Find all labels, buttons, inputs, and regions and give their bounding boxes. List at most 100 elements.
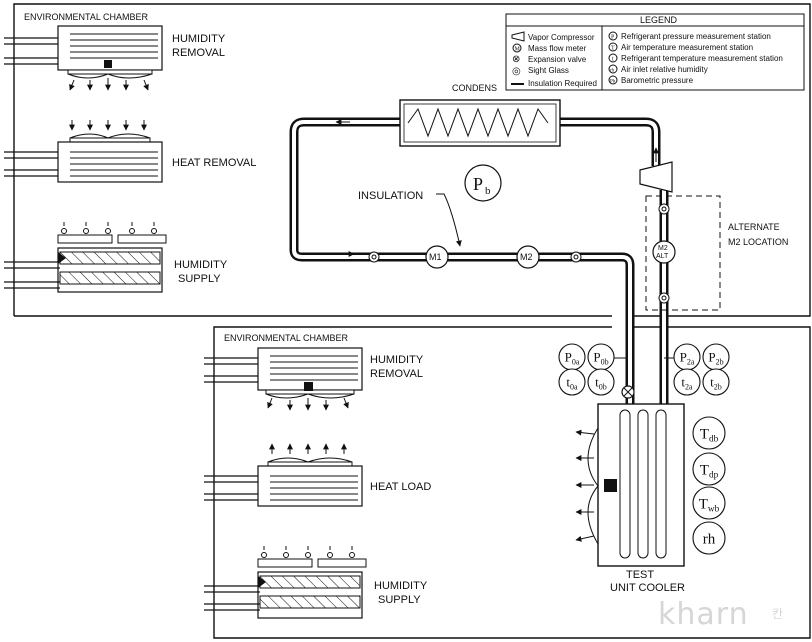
air-station: rh (692, 521, 726, 555)
test-unit-label-1: TEST (626, 569, 654, 581)
legend-item-expansion-valve: Expansion valve (528, 55, 587, 64)
outlet-station-label: P2b (708, 350, 723, 367)
legend-item-air-temp: Air temperature measurement station (621, 43, 753, 52)
lower-unit-1-label-1: HUMIDITY (370, 354, 424, 366)
legend-item-insulation: Insulation Required (528, 79, 597, 88)
air-station: Twb (692, 486, 726, 520)
legend-rh-glyph: rh (610, 69, 615, 74)
lower-heat-load-unit (204, 443, 363, 507)
legend-item-compressor: Vapor Compressor (528, 33, 595, 42)
legend-flow-meter-glyph: M (515, 47, 521, 53)
inlet-station: t0a (558, 368, 586, 396)
upper-unit-3-label-1: HUMIDITY (174, 259, 228, 271)
inlet-station: t0b (587, 368, 615, 396)
legend-air-temp-glyph: T (611, 46, 615, 52)
air-station-ring (692, 521, 726, 555)
meter-2-label: M2 (520, 252, 533, 262)
meter-1-label: M1 (429, 252, 442, 262)
legend-item-pressure: Refrigerant pressure measurement station (621, 32, 771, 41)
legend-item-flow-meter: Mass flow meter (528, 44, 587, 53)
inlet-station-label: t0a (566, 375, 578, 392)
lower-humidity-supply-unit (204, 546, 367, 619)
legend-right-icons (608, 31, 618, 85)
insulation-label: INSULATION (358, 190, 423, 202)
inlet-station-label: t0b (595, 375, 607, 392)
upper-humidity-removal-unit (4, 25, 163, 91)
inlet-station-label: P0b (593, 350, 608, 367)
inlet-station: P0b (587, 343, 615, 371)
test-unit-label-2: UNIT COOLER (610, 582, 685, 594)
upper-unit-1-label-2: REMOVAL (172, 47, 225, 59)
outlet-station-label: t2b (710, 375, 722, 392)
upper-humidity-supply-unit (4, 222, 167, 293)
legend-flow-meter-icon (512, 43, 522, 53)
lower-chamber-border (213, 326, 811, 639)
alt-meter-top: M2 (658, 245, 668, 252)
baro-main: P (473, 174, 483, 194)
inlet-station: P0a (558, 343, 586, 371)
outlet-station-ring (702, 368, 730, 396)
upper-unit-1-label-1: HUMIDITY (172, 33, 226, 45)
air-station-ring (692, 416, 726, 450)
flow-arrows (335, 119, 659, 257)
legend-box (505, 13, 805, 91)
legend-item-rh: Air inlet relative humidity (621, 65, 708, 74)
legend-pressure-glyph: P (611, 35, 615, 41)
upper-unit-3-label-2: SUPPLY (178, 273, 221, 285)
refrigerant-loop (289, 117, 669, 420)
legend-expansion-valve-icon: ⊗ (512, 54, 520, 65)
legend-compressor-icon (511, 31, 525, 42)
mass-flow-meter-m2 (516, 245, 540, 269)
outlet-station-label: P2a (680, 350, 695, 367)
air-station: Tdp (692, 452, 726, 486)
air-station-label: Twb (699, 496, 720, 514)
lower-unit-3-label-2: SUPPLY (378, 594, 421, 606)
outlet-station-ring (673, 368, 701, 396)
inlet-station-ring (558, 368, 586, 396)
outlet-station-label: t2a (681, 375, 693, 392)
lower-humidity-removal-unit (204, 347, 363, 411)
outlet-station: t2a (673, 368, 701, 396)
air-station-label: Tdp (700, 462, 719, 480)
lower-unit-3-label-1: HUMIDITY (374, 580, 428, 592)
legend-sight-glass-icon: ◎ (512, 66, 521, 77)
inlet-stations: P0a P0b t0a t0b (558, 343, 615, 396)
outlet-station: P2b (702, 343, 730, 371)
air-station-ring (692, 486, 726, 520)
test-unit-cooler (575, 403, 685, 567)
lower-unit-1-label-2: REMOVAL (370, 368, 423, 380)
expansion-valve-icon (621, 385, 635, 399)
legend-title: LEGEND (640, 15, 678, 25)
sight-glass-icon (658, 292, 670, 304)
sight-glass-icon (368, 251, 380, 263)
legend-ref-temp-glyph: t (612, 57, 614, 63)
inlet-station-ring (587, 368, 615, 396)
compressor-icon (639, 161, 673, 193)
alternate-label-2: M2 LOCATION (728, 237, 788, 247)
upper-chamber-title: ENVIRONMENTAL CHAMBER (24, 12, 149, 22)
barometric-pressure-station (464, 164, 502, 202)
insulation-leader (436, 193, 462, 247)
legend-item-baro: Barometric pressure (621, 76, 694, 85)
outlet-station: P2a (673, 343, 701, 371)
outlet-station: t2b (702, 368, 730, 396)
legend-item-ref-temp: Refrigerant temperature measurement stat… (621, 54, 783, 63)
air-station-label: Tdb (700, 426, 719, 444)
air-station-label: rh (703, 531, 716, 547)
inlet-station-label: P0a (565, 350, 580, 367)
alt-meter-bottom: ALT (656, 253, 669, 260)
sight-glass-icon (570, 251, 582, 263)
baro-sub: b (485, 185, 491, 197)
legend-baro-glyph: Pb (610, 80, 616, 85)
sight-glass-icon (658, 203, 670, 215)
upper-unit-2-label: HEAT REMOVAL (172, 157, 256, 169)
upper-heat-removal-unit (4, 120, 163, 183)
mass-flow-meter-m1 (425, 245, 449, 269)
air-station: Tdb (692, 416, 726, 450)
watermark-text: kharn (658, 597, 749, 632)
mass-flow-meter-alt (652, 240, 676, 264)
alternate-label-1: ALTERNATE (728, 222, 780, 232)
condenser-label: CONDENS (452, 83, 497, 93)
alternate-location-box (645, 195, 721, 311)
